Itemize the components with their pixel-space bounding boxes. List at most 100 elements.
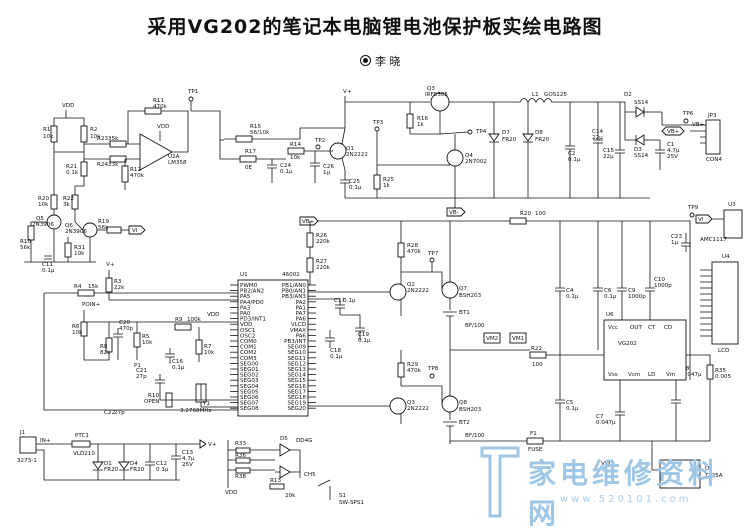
r3-label: R3 [114,279,122,285]
r36-label: R36 [235,453,246,459]
c24-value: 0.1μ [280,169,293,175]
r28-value: 470k [407,249,422,255]
u5-ic [659,459,701,489]
f1-value: FUSE [528,447,543,453]
u1-right-pin-13: SEG11 [287,356,306,362]
r2-label: R2 [90,127,97,133]
r20b-value: 100 [535,211,546,217]
u1-left-pins: PWM0PB2/AN2PA5PA4/PD0PA3PA0PD3/INT1VDDOS… [230,283,266,412]
r29-label: R29 [407,362,418,368]
r15-label: R15 [250,124,261,130]
u1-right-pin-7: VLCD [291,322,306,328]
u1-left-pin-12: COM2 [240,350,257,356]
tp9-label: TP9 [687,205,699,211]
r38-label: R38 [235,474,246,480]
c7-label: C7 [596,414,604,420]
d3-diode [635,134,645,146]
r11-value: 470k [153,104,168,110]
c5-label: C5 [566,400,574,406]
r16-resistor [406,113,414,129]
vplus-out-label: V+ [208,442,217,448]
c16-value: 0.1μ [172,365,185,371]
vi-flag-right [695,214,713,224]
c8-value: 0.047μ [682,372,702,378]
c17-label: C17 [334,298,345,304]
u2a-label: U2A [168,154,180,160]
vbminus-flag [446,207,466,217]
r10-label: R10 [20,239,31,245]
d8-value: FR20 [535,137,550,143]
r5-value: 10k [142,340,153,346]
r7-value: 10k [204,350,215,356]
r17-value: 0E [245,165,253,171]
r22-label: R22 [63,196,74,202]
schematic: VDD R1 10k R2 10k R21 0.1k R23 35k R24 3… [17,86,743,506]
r35-resistor [706,364,714,380]
r14-label: R14 [290,142,301,148]
q3b-label: Q3 [407,400,415,406]
ptc1-value: VLD210 [73,451,95,457]
r6-label: R6 [72,324,80,330]
r17-resistor [239,155,257,163]
u6-pin-1: OUT [630,325,642,331]
input-vdd-label: VDD [225,490,237,496]
jp3-value: CON4 [706,157,722,163]
q7-label: Q7 [459,286,467,292]
tp4-label: TP4 [475,129,487,135]
c2-label: C2 [568,151,575,157]
r26-value: 220k [316,239,331,245]
d7-diode [488,133,500,142]
u1-right-pin-1: PB0/AN1 [282,289,307,295]
c14-value: 22μ [592,135,603,141]
op-vdd-label: VDD [157,124,169,130]
u1-left-pin-9: OSC2 [240,333,255,339]
u1-right-pin-21: SEG19 [287,401,306,407]
tp1-point [188,96,194,102]
u1-value: 46002 [282,272,300,278]
c20-value: 470p [119,326,134,332]
jp3-label: JP3 [707,113,717,119]
mcu-vplus-label: V+ [106,262,115,268]
r3-value: 22k [114,285,125,291]
d8-label: D8 [535,130,543,136]
q7-mosfet [441,281,459,299]
q5-value: 2N3906 [32,222,54,228]
r10-resistor [27,225,35,241]
vplus-output-arrow [199,439,207,449]
u1-left-pin-13: COM3 [240,356,257,362]
c24-label: C24 [280,163,291,169]
lcd-label: LCD [718,348,729,354]
r9-value: 100k [187,317,202,323]
r13-value: 20k [285,493,296,499]
r1-value: 10k [43,134,54,140]
r4-value: 15k [88,284,99,290]
u1-left-pin-17: SEG03 [240,378,259,384]
r7-label: R7 [204,344,212,350]
c7-value: 0.047μ [596,420,616,426]
u1-left-pin-6: PD3/INT1 [240,317,266,323]
vm1-box [509,332,527,344]
u1-right-pin-2: PB3/AN3 [282,294,307,300]
c12-label: C12 [156,461,167,467]
vbminus-flag-label: VB- [449,210,459,216]
c21-value: 27p [136,374,147,380]
u1-right-pin-5: PA7 [296,311,307,317]
j1-connector [19,436,37,454]
u1-left-pin-11: COM1 [240,345,257,351]
r5-label: R5 [142,334,150,340]
c2-value: 0.1μ [568,157,581,163]
c19-value: 0.1μ [358,338,371,344]
u6-pin-4: Vss [608,372,618,378]
u1-right-pin-16: SEG14 [287,373,306,379]
u1-right-pin-12: SEG10 [287,350,306,356]
d2-value: SS14 [634,100,649,106]
watermark-text: 家电维修资料网 [528,457,721,530]
q8-label: Q8 [459,400,467,406]
r10-value: 56k [20,245,31,251]
tp6-label: TP6 [682,111,694,117]
r38-resistor [235,467,251,474]
c26-label: C26 [323,164,334,170]
c6-value: 0.1μ [604,294,617,300]
c10-value: 1000p [654,283,672,289]
vi-port-label: VI [132,228,138,234]
